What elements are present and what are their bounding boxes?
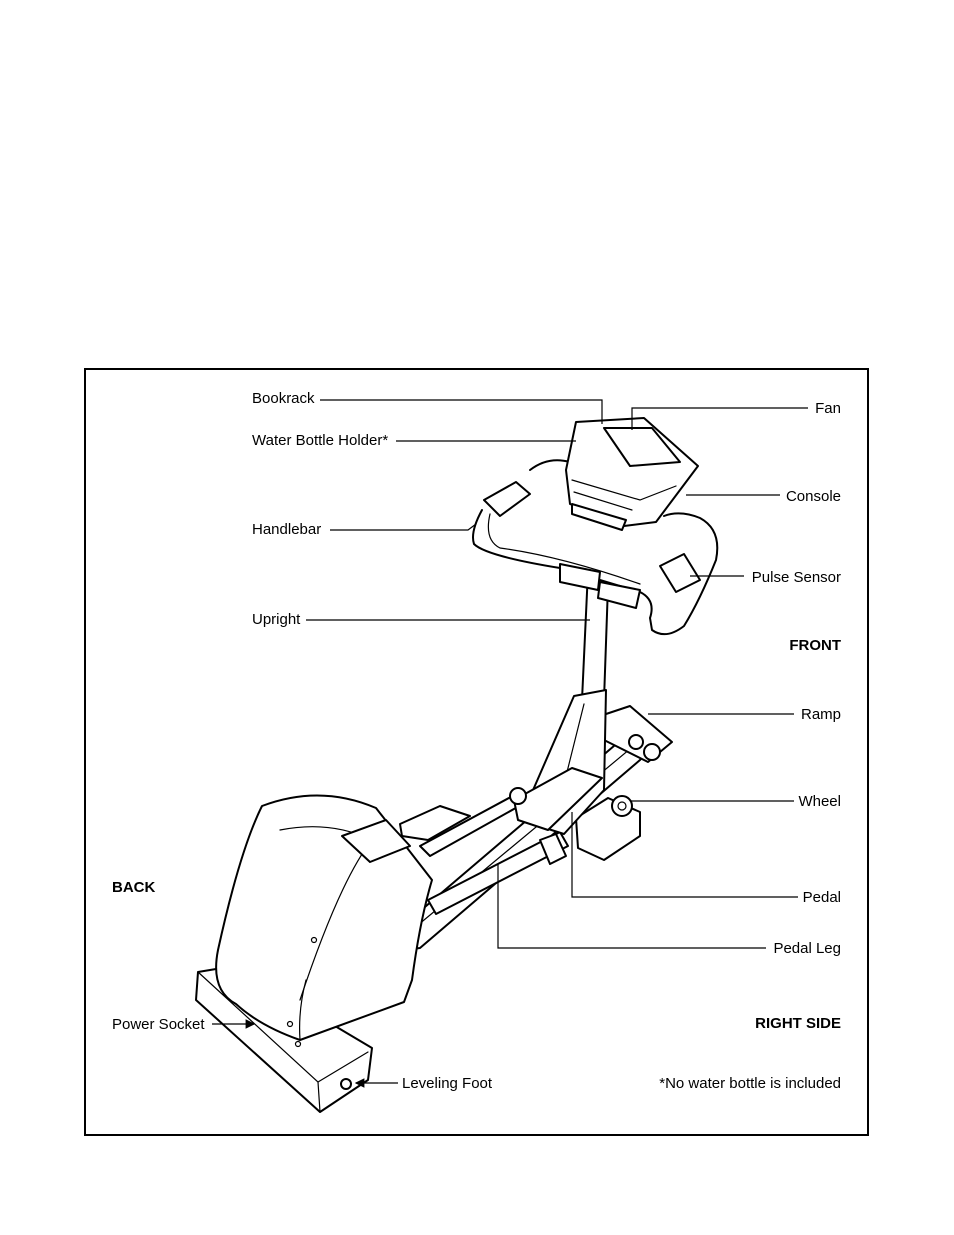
handlebar-leader xyxy=(330,524,476,530)
label-pulse-sensor: Pulse Sensor xyxy=(752,569,841,586)
label-back: BACK xyxy=(112,879,155,896)
label-wheel: Wheel xyxy=(798,793,841,810)
label-water-bottle-holder: Water Bottle Holder* xyxy=(252,432,388,449)
pedal-leg-leader xyxy=(498,864,766,948)
wheel-part xyxy=(612,796,632,816)
label-power-socket: Power Socket xyxy=(112,1016,205,1033)
label-pedal: Pedal xyxy=(803,889,841,906)
leveling-foot-part xyxy=(341,1079,351,1089)
footnote: *No water bottle is included xyxy=(659,1075,841,1092)
bookrack-leader xyxy=(320,400,602,424)
rear-shroud xyxy=(216,795,432,1040)
label-ramp: Ramp xyxy=(801,706,841,723)
label-handlebar: Handlebar xyxy=(252,521,321,538)
label-front: FRONT xyxy=(789,637,841,654)
label-bookrack: Bookrack xyxy=(252,390,315,407)
label-console: Console xyxy=(786,488,841,505)
label-right-side: RIGHT SIDE xyxy=(755,1015,841,1032)
label-pedal-leg: Pedal Leg xyxy=(773,940,841,957)
label-fan: Fan xyxy=(815,400,841,417)
label-upright: Upright xyxy=(252,611,300,628)
fan-leader xyxy=(632,408,808,430)
label-leveling-foot: Leveling Foot xyxy=(402,1075,492,1092)
